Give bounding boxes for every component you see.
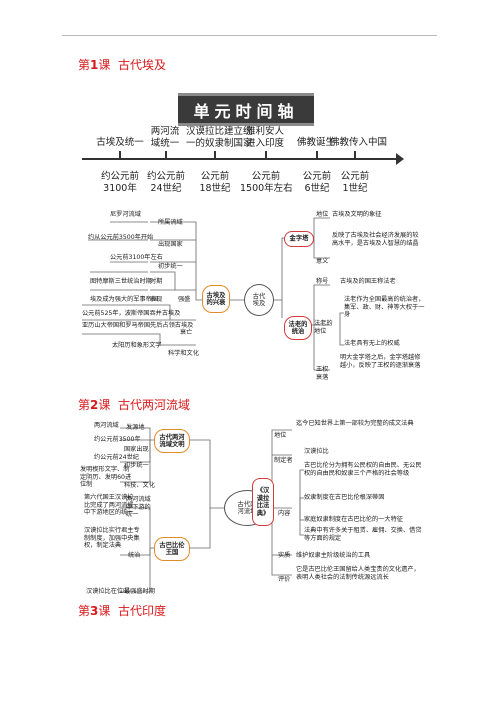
code-status-cat: 地位: [274, 432, 287, 439]
timeline-banner: 单元时间轴: [178, 93, 314, 126]
timeline-event: 汉谟拉比建立统 一的奴隶制国家: [186, 126, 253, 149]
timeline-tick: [354, 151, 356, 159]
meso-science-cat: 科技、文化: [124, 482, 155, 489]
pyramid-status-cat: 地位: [316, 211, 329, 218]
code-content-cat: 内容: [278, 510, 291, 517]
code-essence: 维护奴隶主阶级统治的工具: [296, 552, 371, 559]
timeline-event: 古埃及统一: [96, 137, 144, 148]
timeline-tick: [119, 151, 121, 159]
egypt-state-cat: 出现国家: [158, 241, 183, 248]
timeline-date: 公元前 18世纪: [199, 171, 231, 194]
timeline-event: 佛教传入中国: [330, 137, 388, 148]
pharaoh-title-cat: 称号: [316, 278, 329, 285]
babylon-rule-cat: 统治: [128, 552, 141, 559]
babylon-hub: 古巴比伦 王国: [154, 537, 190, 561]
timeline-date: 约公元前 24世纪: [146, 171, 185, 194]
code-content-1: 古巴比伦分为拥有公民权的自由民、无公民权的自由民和奴隶三个严格的社会等级: [304, 462, 422, 477]
meso-unify-date: 约公元前24世纪: [94, 454, 139, 461]
egypt-strong-show-cat: 表现: [150, 296, 163, 303]
pharaoh-hub: 法老的 统治: [284, 316, 312, 340]
lesson-1-title: 第1课 古代埃及: [78, 58, 167, 72]
egypt-nile: 尼罗河流域: [110, 211, 141, 218]
egypt-strong-show: 埃及成为强大的军事帝国: [90, 296, 159, 303]
babylon-unify-cat: 两河流域 中下游的 统一: [126, 496, 151, 519]
meso-basin-cat: 发源地: [126, 424, 145, 431]
pyramid-status: 古埃及文明的象征: [332, 211, 382, 218]
code-essence-cat: 实质: [278, 552, 291, 559]
timeline-tick: [265, 151, 267, 159]
pyramid-meaning: 反映了古埃及社会经济发展的较高水平，是古埃及人智慧的结晶: [332, 232, 419, 247]
pharaoh-status-2: 法老具有无上的权威: [344, 340, 400, 347]
egypt-state-start: 约从公元前3500年开始: [88, 234, 154, 241]
egypt-strong-period: 图特摩斯三世统治时期: [90, 278, 152, 285]
babylon-peak-cat: 最强盛时期: [124, 588, 155, 595]
egypt-unify-date: 公元前3100年左右: [110, 254, 163, 261]
lesson-2-title: 第2课 古代两河流域: [78, 398, 191, 412]
egypt-science: 太阳历和象形文字: [112, 342, 162, 349]
timeline-event: 雅利安人 进入印度: [245, 126, 284, 149]
timeline-event: 两河流 域统一: [150, 126, 180, 149]
meso-state-date: 约公元前3500年: [94, 436, 141, 443]
timeline-date: 公元前 1500年左右: [240, 171, 293, 194]
timeline-date: 公元前 1世纪: [340, 171, 370, 194]
timeline-date: 约公元前 3100年: [100, 171, 139, 194]
pharaoh-title: 古埃及的国王称法老: [340, 278, 396, 285]
meso-civ-hub: 古代两河 流域文明: [154, 429, 190, 453]
lesson-3-title: 第3课 古代印度: [78, 604, 167, 618]
page-top-rule: [62, 35, 437, 36]
babylon-rule: 汉谟拉比实行君主专制制度，加强中央集权，制定法典: [84, 527, 140, 550]
code-content-2: 奴隶制度在古巴比伦根深蒂固: [304, 494, 385, 501]
code-maker: 汉谟拉比: [304, 448, 329, 455]
timeline-arrow-icon: [396, 153, 404, 165]
pharaoh-decline: 明大金字塔之后，金字塔越修越小，反映了王权的逐渐衰落: [340, 354, 421, 369]
meso-basin: 两河流域: [94, 422, 119, 429]
pyramid-meaning-cat: 意义: [316, 258, 329, 265]
timeline-event: 佛教诞生: [296, 137, 335, 148]
egypt-nile-cat: 所属流域: [158, 219, 183, 226]
code-status: 迄今已知世界上第一部较为完整的成文法典: [296, 420, 414, 427]
egypt-science-cat: 科学和文化: [168, 350, 199, 357]
egypt-decline-1: 公元前525年，波斯帝国吞并古埃及: [82, 310, 181, 317]
egypt-strong-period-cat: 时期: [150, 278, 163, 285]
meso-state-cat: 国家出现: [124, 446, 149, 453]
egypt-decline-cat: 衰亡: [180, 329, 193, 336]
babylon-unify: 第六代国王汉谟拉比完成了两河流域中下游地区的统一: [84, 494, 134, 517]
pharaoh-decline-cat: 王权 衰落: [316, 366, 329, 381]
code-eval: 它是古巴比伦王国留给人类宝贵的文化遗产，表明人类社会的法制传统源远流长: [296, 566, 420, 581]
pharaoh-status-1: 法老作为全国最高的统治者，集军、政、财、神等大权于一身: [344, 296, 425, 319]
timeline-tick: [316, 151, 318, 159]
timeline-axis: [82, 158, 398, 160]
egypt-center-node: 古代 埃及: [244, 284, 274, 316]
egypt-decline-2: 亚历山大帝国和罗马帝国先后占领古埃及: [82, 322, 194, 329]
code-content-3: 家庭奴隶制度在古巴比伦的一大特征: [304, 516, 403, 523]
egypt-unify-cat: 初步统一: [158, 263, 183, 270]
code-eval-cat: 评价: [278, 576, 291, 583]
hammurabi-code-hub: 《汉 谟拉 比法 典》: [252, 478, 274, 526]
timeline-tick: [214, 151, 216, 159]
pyramid-hub: 金字塔: [284, 231, 314, 247]
meso-unify-cat: 初步统一: [124, 462, 149, 469]
egypt-strong-cat: 强盛: [178, 296, 191, 303]
timeline-date: 公元前 6世纪: [302, 171, 332, 194]
code-maker-cat: 制定者: [274, 457, 293, 464]
code-content-4: 法典中有许多关于租赁、雇佣、交换、借贷等方面的规定: [304, 527, 422, 542]
pharaoh-status-cat: 法老的 地位: [314, 320, 333, 335]
egypt-rise-fall-hub: 古埃及 的兴衰: [202, 285, 230, 313]
timeline-tick: [165, 151, 167, 159]
meso-science: 发明楔形文字、制定阴历、发明60进位制: [80, 466, 132, 489]
babylon-peak: 汉谟拉比在位时: [86, 588, 130, 595]
